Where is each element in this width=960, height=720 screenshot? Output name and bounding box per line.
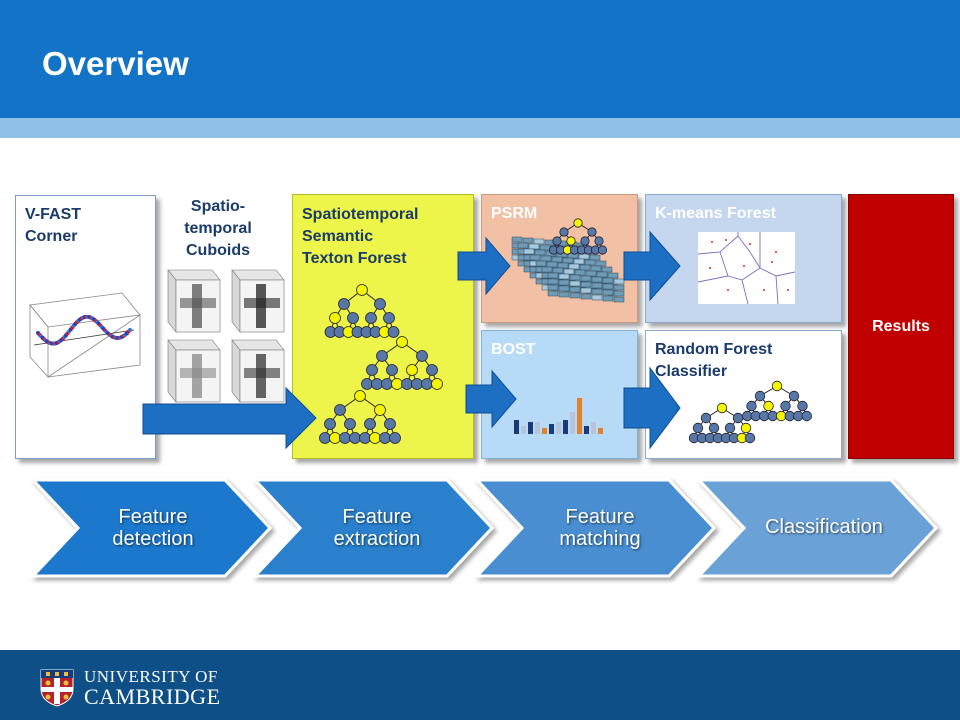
stsf-label: Spatiotemporal Semantic Texton Forest: [302, 206, 419, 267]
stage-label-feature-extraction: Feature extraction: [333, 506, 421, 550]
slide-footer: [0, 650, 960, 720]
slide-header: [0, 0, 960, 118]
header-strip: [0, 118, 960, 138]
results-box: [848, 194, 954, 459]
stage-chevron-4: [695, 478, 939, 578]
bost-label: BOST: [491, 341, 536, 358]
stage-label-feature-matching: Feature matching: [559, 506, 641, 550]
cuboids-label: Spatio- temporal Cuboids: [184, 198, 252, 259]
stage-chevron-1: [29, 478, 273, 578]
kmeans-voronoi-image: [698, 232, 795, 304]
slide-title: Overview: [42, 45, 189, 82]
bost-histogram-image: [514, 398, 603, 434]
stage-label-classification: Classification: [765, 516, 883, 538]
vfast-corner-label: V-FAST Corner: [25, 206, 82, 245]
random-forest-label: Random Forest Classifier: [655, 341, 773, 380]
university-wordmark-line2: CAMBRIDGE: [84, 684, 221, 709]
psrm-label: PSRM: [491, 205, 538, 222]
vfast-plot-image: [29, 292, 141, 379]
stage-chevron-3: [473, 478, 717, 578]
arrow-stsf-to-bost: [465, 369, 517, 429]
cuboids-image: [167, 269, 285, 403]
psrm-image: [511, 218, 625, 303]
results-label: Results: [872, 318, 930, 335]
arrow-cuboids-to-stsf: [142, 386, 317, 450]
cambridge-crest-icon: [40, 669, 74, 707]
kmeans-forest-label: K-means Forest: [655, 205, 776, 222]
stsf-trees-image: [319, 284, 443, 444]
stage-chevron-2: [251, 478, 495, 578]
university-wordmark: UNIVERSITY OF CAMBRIDGE: [84, 668, 221, 708]
random-forest-trees-image: [688, 380, 812, 444]
arrow-bost-to-rfc: [623, 366, 681, 450]
arrow-psrm-to-kmeans: [623, 230, 681, 302]
stage-label-feature-detection: Feature detection: [112, 506, 194, 550]
university-wordmark-line1: UNIVERSITY OF: [84, 667, 218, 686]
vfast-corner-box: [15, 195, 156, 459]
arrow-stsf-to-psrm: [457, 236, 511, 296]
